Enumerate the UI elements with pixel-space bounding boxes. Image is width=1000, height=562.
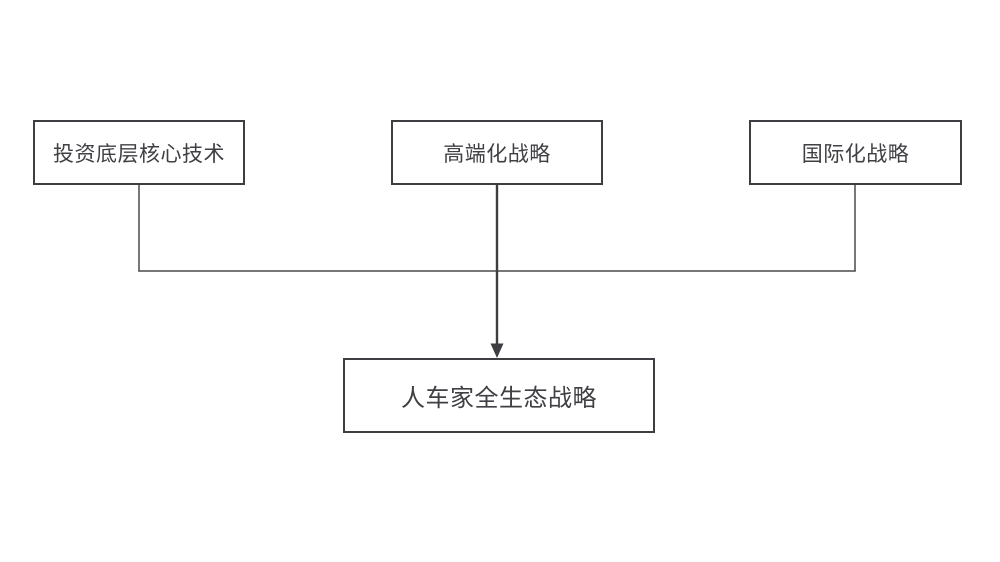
arrowhead-icon	[490, 343, 504, 358]
node-premium-strategy-label: 高端化战略	[443, 142, 551, 166]
node-premium-strategy: 高端化战略	[391, 120, 603, 185]
node-international-strategy: 国际化战略	[749, 120, 962, 185]
node-invest-core-tech-label: 投资底层核心技术	[53, 142, 225, 166]
node-ecosystem-strategy-label: 人车家全生态战略	[401, 385, 597, 412]
node-international-strategy-label: 国际化战略	[801, 142, 910, 166]
node-ecosystem-strategy: 人车家全生态战略	[343, 358, 655, 433]
node-invest-core-tech: 投资底层核心技术	[33, 120, 245, 185]
